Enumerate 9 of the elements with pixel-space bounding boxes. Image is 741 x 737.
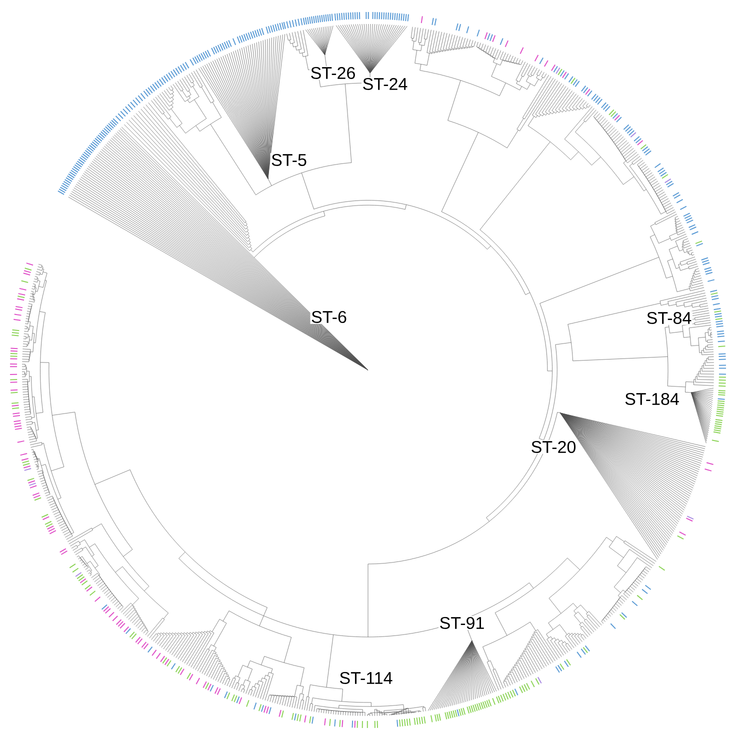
- clade-label: ST-20: [530, 440, 577, 454]
- clade-label: ST-114: [338, 671, 394, 685]
- clade-label: ST-84: [646, 311, 692, 325]
- clade-label: ST-91: [438, 616, 486, 630]
- clade-label: ST-5: [270, 153, 308, 167]
- clade-label: ST-184: [624, 392, 680, 406]
- clade-label: ST-6: [310, 310, 348, 324]
- clade-label: ST-26: [310, 66, 356, 80]
- clade-label: ST-24: [362, 77, 408, 91]
